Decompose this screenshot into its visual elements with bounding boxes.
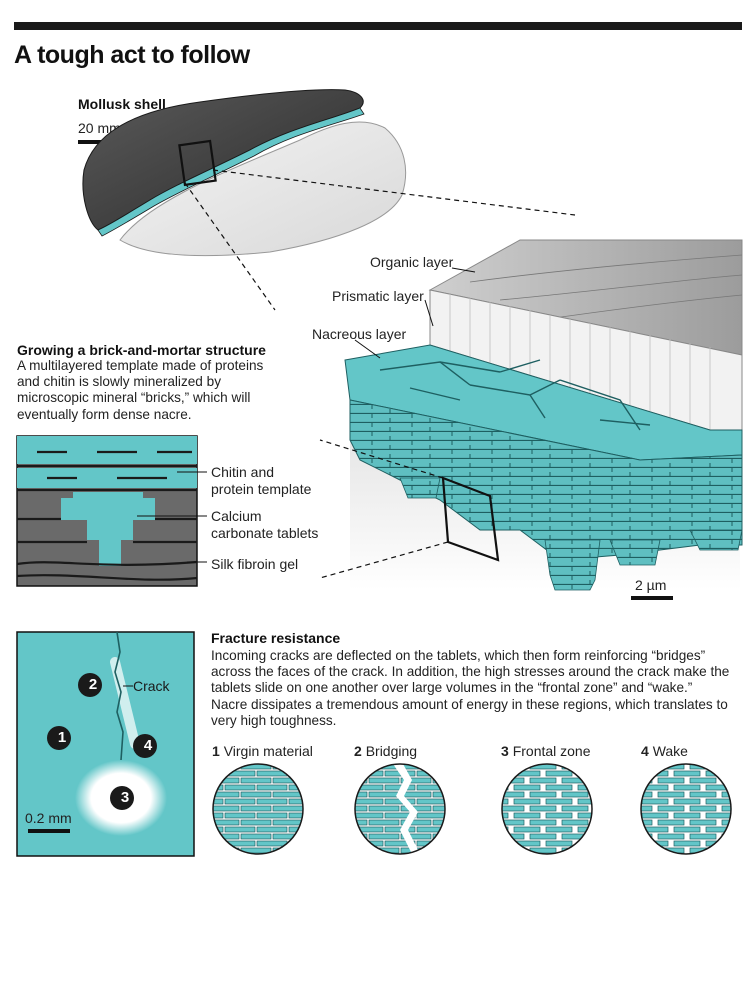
marker-2-label: 2	[88, 676, 98, 693]
shell-scale-label: 20 mm	[78, 120, 121, 136]
shell-interior	[119, 121, 407, 257]
nacreous-layer-label: Nacreous layer	[312, 326, 407, 342]
block-scale-label: 2 µm	[635, 577, 667, 593]
panel-4-circle	[640, 763, 732, 855]
panel-4-caption: 4 Wake	[641, 743, 688, 760]
block-zoom-box	[441, 476, 500, 562]
panel-2-circle	[354, 763, 446, 855]
marker-1-label: 1	[57, 729, 67, 746]
callout-calcium: Calcium carbonate tablets	[211, 508, 319, 541]
panel-2-label: Bridging	[365, 743, 418, 759]
panel-3-label: Frontal zone	[512, 743, 591, 759]
panel-4-number: 4	[641, 743, 649, 759]
panel-2-number: 2	[354, 743, 362, 759]
panel-2-caption: 2 Bridging	[354, 743, 417, 760]
marker-1	[47, 726, 71, 750]
marker-2	[78, 673, 102, 697]
panel-1-number: 1	[212, 743, 220, 759]
shell-teal-edge	[97, 107, 365, 237]
panel-3-number: 3	[501, 743, 509, 759]
panel-1-caption: 1 Virgin material	[212, 743, 313, 760]
shell-scale-bar	[78, 140, 120, 144]
marker-4-label: 4	[143, 737, 153, 754]
panel-4-label: Wake	[652, 743, 688, 759]
shell-label: Mollusk shell	[78, 96, 166, 112]
marker-4	[133, 734, 157, 758]
fracture-panel	[16, 631, 195, 857]
panel-3-caption: 3 Frontal zone	[501, 743, 591, 760]
panel-1-label: Virgin material	[223, 743, 313, 759]
page-title: A tough act to follow	[14, 41, 250, 69]
fracture-scale-bar	[28, 829, 70, 833]
top-rule	[14, 22, 742, 30]
marker-3	[110, 786, 134, 810]
fracture-heading: Fracture resistance	[211, 630, 341, 646]
fracture-scale-label: 0.2 mm	[25, 810, 72, 826]
marker-3-label: 3	[120, 789, 130, 806]
template-diagram	[16, 435, 207, 587]
growing-heading: Growing a brick-and-mortar structure	[17, 342, 266, 358]
prismatic-layer-label: Prismatic layer	[332, 288, 424, 304]
crack-label: Crack	[133, 678, 170, 694]
organic-layer-label: Organic layer	[370, 254, 454, 270]
callout-chitin: Chitin and protein template	[211, 464, 312, 497]
panel-1-circle	[212, 763, 304, 855]
block-scale-bar	[631, 596, 673, 600]
panel-3-circle	[501, 763, 593, 855]
nacreous-front	[349, 399, 743, 561]
shell-zoom-box	[178, 139, 217, 187]
callout-silk: Silk fibroin gel	[211, 556, 299, 572]
crack-line	[114, 631, 124, 761]
growing-body: A multilayered template made of proteins…	[17, 358, 264, 422]
fracture-body: Incoming cracks are deflected on the tab…	[211, 648, 730, 728]
